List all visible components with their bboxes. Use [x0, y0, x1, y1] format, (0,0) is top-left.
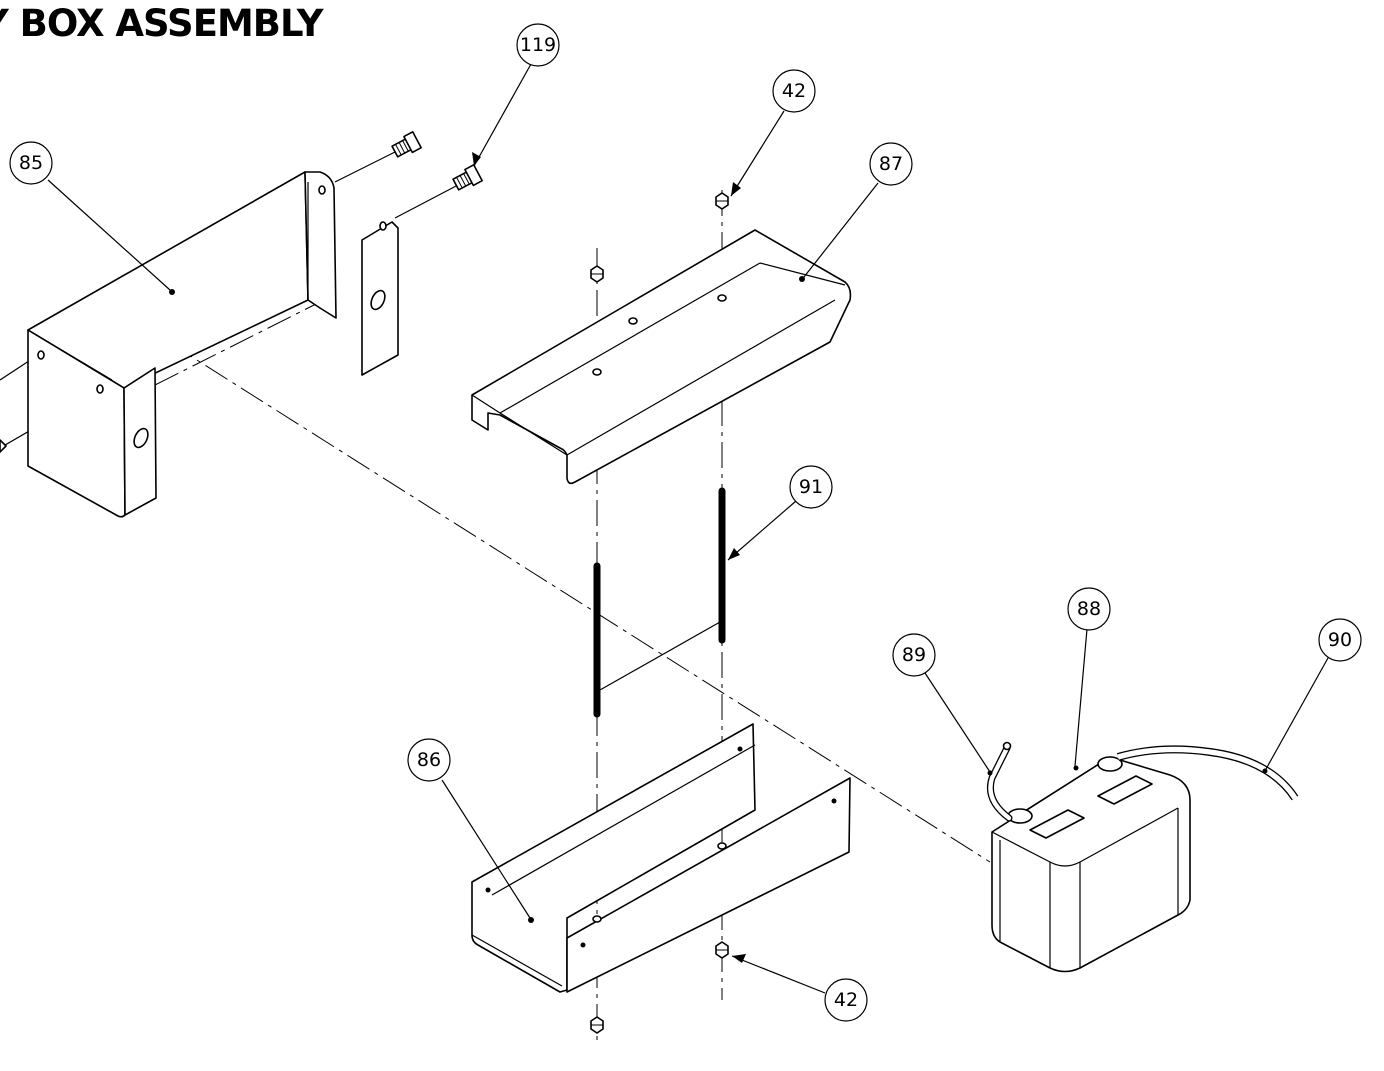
diagram-title: Y BOX ASSEMBLY	[0, 2, 324, 45]
callout-label: 86	[417, 749, 441, 771]
callout-42-bottom: 42	[824, 978, 868, 1022]
part-86-bottom-tray	[471, 723, 851, 993]
callout-86: 86	[407, 738, 451, 782]
callout-label: 91	[799, 476, 823, 498]
callout-label: 88	[1077, 598, 1101, 620]
part-90-cable	[1116, 745, 1299, 801]
part-42-nuts	[590, 192, 729, 1034]
callout-label: 89	[902, 644, 926, 666]
callout-label: 42	[782, 80, 806, 102]
part-119-bolts	[0, 131, 483, 453]
part-85-bracket	[27, 171, 399, 518]
part-91-rods	[593, 487, 726, 718]
callout-91: 91	[789, 465, 833, 509]
part-88-battery	[991, 756, 1191, 973]
callout-label: 42	[834, 989, 858, 1011]
part-87-top-tray	[471, 229, 852, 485]
callout-42-top: 42	[772, 69, 816, 113]
callout-label: 85	[19, 152, 43, 174]
callout-119: 119	[516, 23, 560, 67]
callout-89: 89	[892, 633, 936, 677]
callout-87: 87	[869, 142, 913, 186]
callout-88: 88	[1067, 587, 1111, 631]
leader-lines	[47, 63, 1329, 994]
callout-90: 90	[1318, 618, 1362, 662]
callout-label: 119	[520, 34, 556, 56]
callout-label: 87	[879, 153, 903, 175]
part-89-cable	[986, 741, 1013, 822]
callout-85: 85	[9, 141, 53, 185]
leader-arrowheads	[472, 152, 746, 963]
callout-label: 90	[1328, 629, 1352, 651]
